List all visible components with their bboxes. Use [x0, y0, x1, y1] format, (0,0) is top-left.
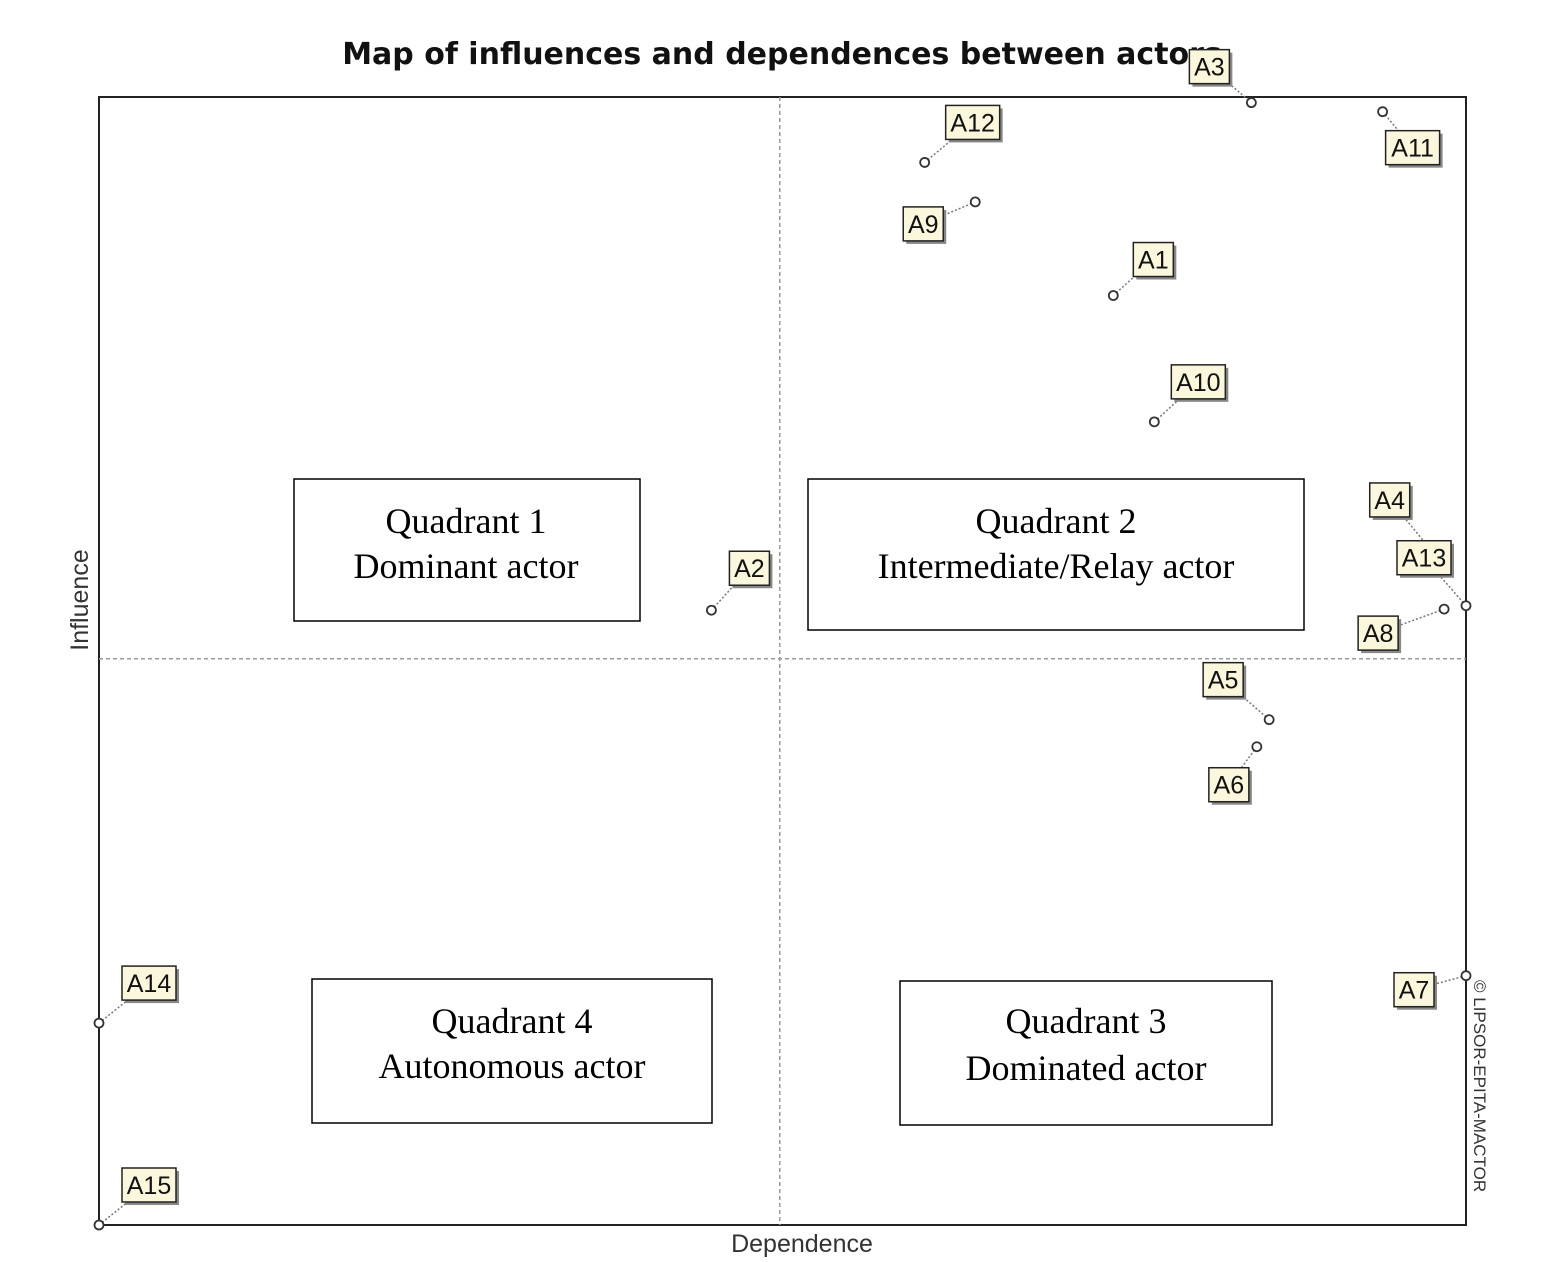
quadrant-4-box: Quadrant 4 Autonomous actor: [311, 978, 713, 1124]
data-point-marker: [919, 157, 931, 168]
data-point-marker: [1251, 741, 1263, 753]
quadrant-1-subtitle: Dominant actor: [354, 546, 579, 586]
point-label-box: [728, 550, 771, 586]
leader-line: [922, 201, 976, 225]
point-label: A7: [1399, 977, 1430, 1005]
point-label: A15: [127, 1172, 171, 1200]
point-label: A8: [1363, 620, 1394, 648]
x-axis-label: Dependence: [731, 1230, 873, 1258]
plot-frame: [98, 96, 1467, 1226]
point-label-box: [1393, 971, 1435, 1008]
data-point-marker: [1148, 416, 1160, 428]
data-point-marker: [1377, 106, 1389, 118]
data-point-marker: [1107, 290, 1119, 301]
actor-point-a15: A15: [93, 1167, 179, 1231]
point-label-box: [121, 1167, 177, 1203]
quadrant-3-subtitle: Dominated actor: [966, 1048, 1207, 1088]
actor-point-a10: A10: [1148, 364, 1229, 428]
point-label-box: [1132, 241, 1175, 278]
actor-point-a3: A3: [1188, 48, 1257, 109]
point-label: A10: [1176, 369, 1220, 397]
quadrant-1-title: Quadrant 1: [386, 501, 547, 541]
point-label: A6: [1214, 772, 1245, 800]
point-label: A5: [1208, 667, 1239, 695]
point-label-box: [1170, 364, 1227, 400]
actor-point-a13: A13: [1396, 539, 1472, 612]
point-label-box: [1208, 766, 1250, 803]
data-point-marker: [1438, 603, 1450, 615]
quadrant-4-subtitle: Autonomous actor: [379, 1046, 646, 1086]
point-label-box: [1368, 482, 1411, 518]
credit-label: © LIPSOR-EPITA-MACTOR: [1470, 980, 1489, 1192]
quadrant-3-title: Quadrant 3: [1006, 1001, 1167, 1041]
data-point-marker: [1460, 970, 1472, 982]
point-label-box: [1202, 661, 1244, 698]
actor-point-a5: A5: [1202, 661, 1275, 726]
quadrant-3-box: Quadrant 3 Dominated actor: [899, 980, 1273, 1126]
point-label-box: [944, 104, 1001, 141]
quadrant-2-subtitle: Intermediate/Relay actor: [878, 546, 1235, 586]
data-point-marker: [1263, 714, 1275, 726]
quadrant-1-box: Quadrant 1 Dominant actor: [293, 478, 641, 622]
data-point-marker: [706, 604, 717, 616]
point-label-box: [1384, 129, 1441, 166]
point-label-box: [121, 965, 177, 1001]
actor-point-a1: A1: [1107, 241, 1177, 301]
quadrant-4-title: Quadrant 4: [432, 1001, 593, 1041]
point-label: A14: [127, 970, 172, 998]
leader-line: [1208, 66, 1252, 104]
quadrant-2-box: Quadrant 2 Intermediate/Relay actor: [807, 478, 1305, 631]
actor-point-a6: A6: [1208, 741, 1263, 805]
chart-title: Map of influences and dependences betwee…: [342, 37, 1222, 72]
quadrant-2-title: Quadrant 2: [976, 501, 1137, 541]
actor-point-a12: A12: [919, 104, 1003, 168]
leader-line: [710, 567, 750, 611]
point-label: A2: [734, 555, 765, 583]
point-label: A1: [1138, 247, 1169, 275]
actor-point-a11: A11: [1377, 106, 1443, 168]
point-label: A12: [950, 109, 994, 137]
actor-point-a8: A8: [1357, 603, 1450, 654]
data-point-marker: [1245, 97, 1257, 109]
point-label-box: [902, 206, 944, 242]
point-label: A11: [1391, 135, 1434, 163]
data-point-marker: [93, 1219, 105, 1231]
data-point-marker: [93, 1017, 105, 1029]
point-label: A4: [1374, 487, 1405, 515]
actor-point-a9: A9: [902, 196, 981, 244]
actor-point-a4: A4: [1368, 482, 1434, 552]
actor-point-a2: A2: [706, 550, 773, 616]
actor-point-a14: A14: [93, 965, 179, 1029]
data-point-marker: [969, 196, 981, 208]
actor-point-a7: A7: [1393, 970, 1472, 1010]
point-label: A13: [1402, 545, 1446, 573]
point-label: A9: [908, 211, 939, 239]
point-label-box: [1188, 48, 1231, 85]
point-label-box: [1357, 615, 1399, 651]
point-label-box: [1396, 539, 1452, 576]
point-label: A3: [1194, 54, 1225, 82]
data-point-marker: [1460, 600, 1472, 612]
y-axis-label: Influence: [66, 549, 94, 650]
